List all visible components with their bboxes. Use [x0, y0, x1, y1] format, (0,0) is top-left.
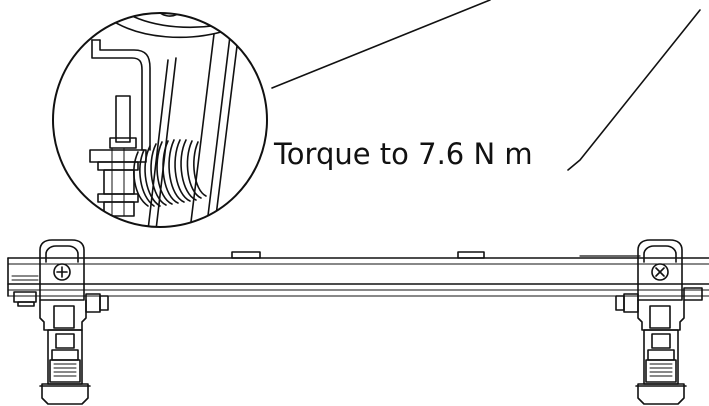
detail-knob — [151, 13, 187, 17]
detail-spring — [133, 139, 207, 207]
left-screw-head — [53, 263, 71, 281]
main-rail — [7, 251, 709, 297]
right-clamp — [615, 239, 703, 405]
detail-plate-edge — [189, 33, 215, 227]
leader-line-to-detail — [271, 0, 491, 89]
detail-bolt-shaft — [115, 95, 131, 143]
leader-line-from-label — [567, 9, 701, 171]
torque-annotation: Torque to 7.6 N m — [274, 137, 533, 171]
left-spring-block — [49, 359, 81, 383]
detail-view — [52, 12, 268, 228]
right-screw-head — [651, 263, 669, 281]
detail-nut-lower — [97, 193, 139, 203]
left-clamp — [13, 239, 109, 405]
rail-tab-right — [457, 251, 485, 259]
rail-tab-left — [231, 251, 261, 259]
detail-hook-rod — [91, 39, 143, 151]
detail-bracket-curve — [107, 17, 229, 39]
right-spring-block — [645, 359, 677, 383]
